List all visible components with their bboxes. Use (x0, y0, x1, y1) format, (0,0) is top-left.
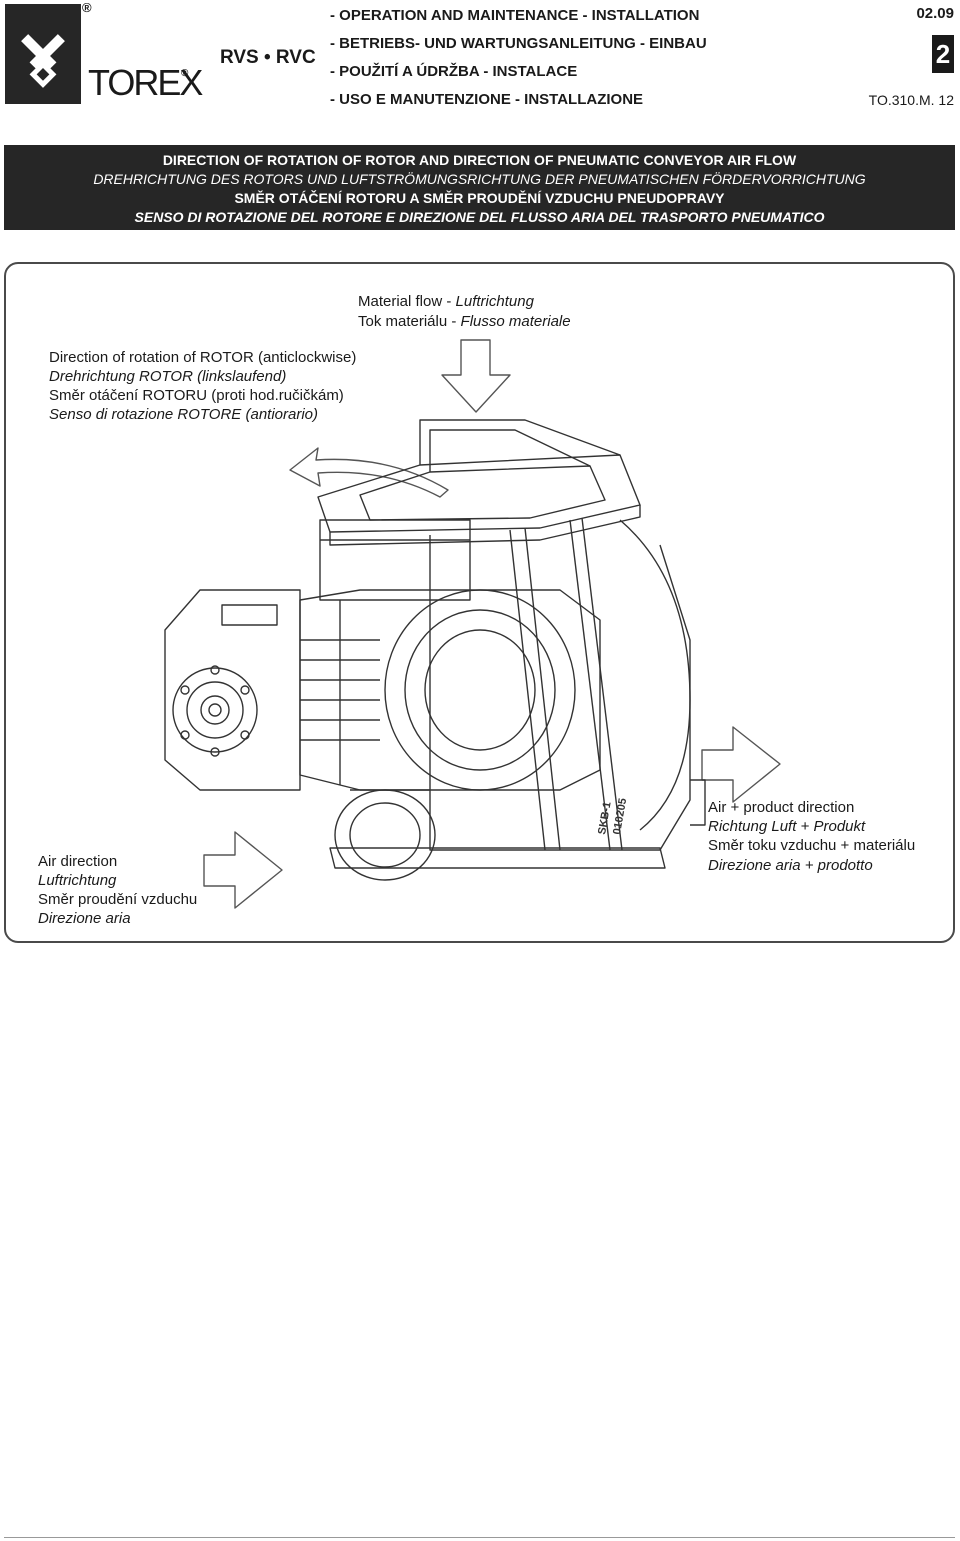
air-direction-label-cz: Směr proudění vzduchu (38, 891, 198, 908)
page-number-badge: 2 (932, 35, 954, 73)
header-line-it: - USO E MANUTENZIONE - INSTALLAZIONE (330, 91, 644, 108)
air-product-label-en: Air + product direction (708, 799, 855, 816)
rotation-label-it: Senso di rotazione ROTORE (antiorario) (49, 406, 319, 423)
header-line-en: - OPERATION AND MAINTENANCE - INSTALLATI… (330, 7, 700, 24)
air-product-arrow (701, 726, 781, 803)
version-date: 02.09 (916, 5, 954, 22)
rotation-label-de: Drehrichtung ROTOR (linkslaufend) (49, 368, 287, 385)
figure-frame (4, 262, 955, 943)
registered-mark: ® (82, 0, 92, 15)
air-direction-label-de: Luftrichtung (38, 872, 117, 889)
air-direction-label-en: Air direction (38, 853, 118, 870)
torex-logo-mark (5, 4, 81, 104)
material-flow-label-line1: Material flow - Luftrichtung (358, 293, 534, 310)
model-names: RVS • RVC (220, 47, 316, 68)
air-direction-label-it: Direzione aria (38, 910, 131, 927)
header-line-cz: - POUŽITÍ A ÚDRŽBA - INSTALACE (330, 63, 578, 80)
rotation-label-cz: Směr otáčení ROTORU (proti hod.ručičkám) (49, 387, 344, 404)
rotation-arrow (289, 447, 449, 498)
air-product-label-it: Direzione aria + prodotto (708, 857, 873, 874)
material-flow-arrow (441, 339, 511, 413)
air-direction-arrow (203, 831, 283, 909)
title-cz: SMĚR OTÁČENÍ ROTORU A SMĚR PROUDĚNÍ VZDU… (234, 190, 725, 206)
brand-registered-mark: ® (181, 68, 189, 79)
material-flow-label-line2: Tok materiálu - Flusso materiale (358, 313, 571, 330)
nameplate-line-2: 010205 (611, 797, 629, 835)
air-product-label-cz: Směr toku vzduchu + materiálu (708, 837, 916, 854)
document-reference: TO.310.M. 12 (868, 92, 954, 108)
header-line-de: - BETRIEBS- UND WARTUNGSANLEITUNG - EINB… (330, 35, 707, 52)
title-it: SENSO DI ROTAZIONE DEL ROTORE E DIREZION… (134, 209, 825, 225)
nameplate-line-1: SKB-1 (596, 801, 614, 836)
title-band: DIRECTION OF ROTATION OF ROTOR AND DIREC… (4, 145, 955, 230)
title-de: DREHRICHTUNG DES ROTORS UND LUFTSTRÖMUNG… (93, 171, 866, 187)
title-en: DIRECTION OF ROTATION OF ROTOR AND DIREC… (162, 152, 797, 168)
rotation-label-en: Direction of rotation of ROTOR (anticloc… (49, 349, 357, 366)
brand-name: TOREX (88, 62, 203, 103)
rotary-valve-drawing: SKB-1 010205 (164, 339, 781, 909)
air-product-label-de: Richtung Luft + Produkt (708, 818, 866, 835)
footer-rule (4, 1537, 955, 1538)
